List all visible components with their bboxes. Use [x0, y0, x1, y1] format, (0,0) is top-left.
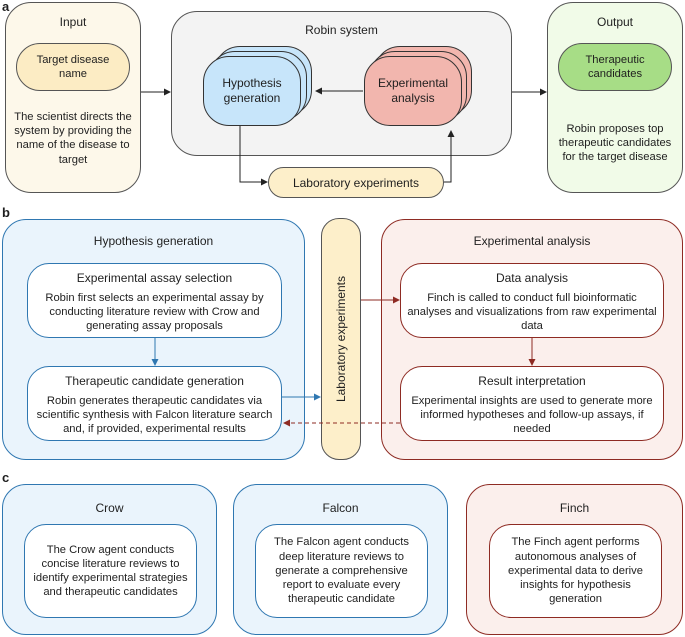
target-disease-pill: Target disease name	[16, 43, 130, 91]
hypothesis-generation-node: Hypothesis generation	[203, 56, 301, 126]
data-analysis-title: Data analysis	[495, 271, 569, 285]
experimental-panel-title: Experimental analysis	[473, 234, 591, 248]
panel-label-b: b	[2, 205, 10, 220]
assay-selection-body: Robin first selects an experimental assa…	[45, 292, 264, 333]
lab-experiments-label: Laboratory experiments	[292, 175, 420, 190]
output-box: Output Therapeutic candidates Robin prop…	[547, 2, 683, 193]
experimental-analysis-label: Experimental analysis	[377, 76, 449, 105]
output-title: Output	[596, 15, 634, 29]
assay-selection-card: Experimental assay selection Robin first…	[27, 263, 282, 338]
input-title: Input	[59, 15, 87, 29]
finch-card: The Finch agent performs autonomous anal…	[489, 524, 662, 618]
candidate-generation-card: Therapeutic candidate generation Robin g…	[27, 366, 282, 441]
finch-description: The Finch agent performs autonomous anal…	[508, 536, 643, 606]
falcon-title: Falcon	[322, 501, 359, 515]
panel-label-c: c	[2, 470, 10, 485]
experimental-analysis-node: Experimental analysis	[364, 56, 462, 126]
data-analysis-body: Finch is called to conduct full bioinfor…	[407, 292, 657, 333]
result-interpretation-title: Result interpretation	[478, 374, 586, 388]
finch-title: Finch	[559, 501, 590, 515]
robin-system-title: Robin system	[305, 23, 378, 37]
falcon-panel: Falcon The Falcon agent conducts deep li…	[233, 484, 448, 635]
hypothesis-generation-label: Hypothesis generation	[222, 76, 282, 105]
target-disease-label: Target disease name	[36, 53, 110, 80]
crow-description: The Crow agent conducts concise literatu…	[33, 543, 188, 599]
lab-experiments-pill: Laboratory experiments	[268, 167, 444, 198]
result-interpretation-card: Result interpretation Experimental insig…	[400, 366, 664, 441]
therapeutic-candidates-label: Therapeutic candidates	[585, 53, 645, 80]
panel-label-a: a	[2, 0, 10, 14]
crow-card: The Crow agent conducts concise literatu…	[24, 524, 197, 618]
hypothesis-panel-title: Hypothesis generation	[93, 234, 214, 248]
falcon-card: The Falcon agent conducts deep literatur…	[255, 524, 428, 618]
falcon-description: The Falcon agent conducts deep literatur…	[274, 536, 409, 606]
finch-panel: Finch The Finch agent performs autonomou…	[466, 484, 683, 635]
input-box: Input Target disease name The scientist …	[5, 2, 141, 193]
therapeutic-candidates-pill: Therapeutic candidates	[558, 43, 672, 91]
candidate-generation-title: Therapeutic candidate generation	[65, 374, 244, 388]
lab-experiments-vertical: Laboratory experiments	[321, 218, 361, 460]
output-description: Robin proposes top therapeutic candidate…	[558, 123, 672, 164]
assay-selection-title: Experimental assay selection	[76, 271, 233, 285]
result-interpretation-body: Experimental insights are used to genera…	[411, 395, 653, 436]
crow-title: Crow	[95, 501, 124, 515]
crow-panel: Crow The Crow agent conducts concise lit…	[2, 484, 217, 635]
data-analysis-card: Data analysis Finch is called to conduct…	[400, 263, 664, 338]
lab-experiments-vertical-label: Laboratory experiments	[334, 275, 348, 403]
candidate-generation-body: Robin generates therapeutic candidates v…	[36, 395, 273, 436]
input-description: The scientist directs the system by prov…	[14, 111, 132, 166]
